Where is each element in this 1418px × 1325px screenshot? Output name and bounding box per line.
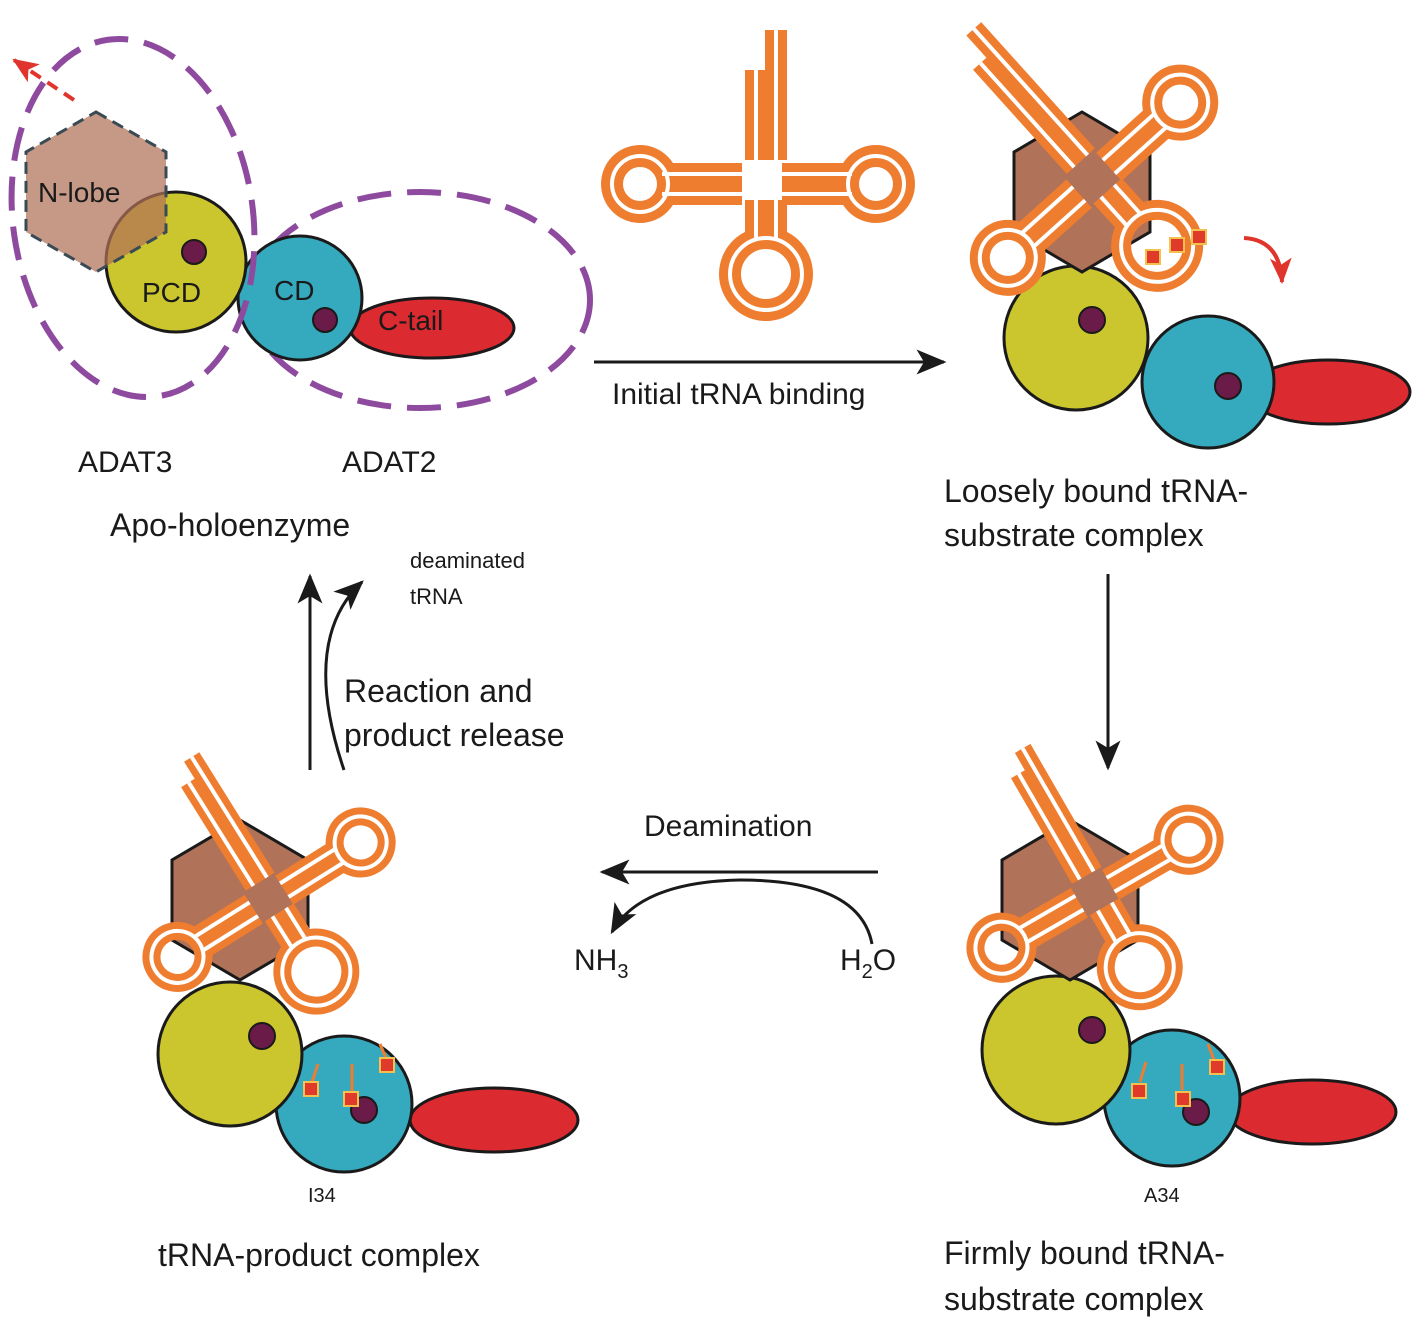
loose-caption-line2: substrate complex (944, 517, 1204, 553)
adat2-label: ADAT2 (342, 446, 436, 479)
free-trna-cloverleaf (601, 30, 915, 321)
binding-label: Initial tRNA binding (612, 378, 865, 411)
loose-complex-group (966, 22, 1412, 450)
adat3-label: ADAT3 (78, 446, 172, 479)
product-pcd-active-site (248, 1022, 276, 1050)
loose-cd-active-site (1214, 372, 1242, 400)
product-pcd (156, 980, 304, 1128)
product-caption: tRNA-product complex (158, 1237, 480, 1273)
product-complex-group (142, 752, 580, 1174)
cd-label: CD (274, 275, 314, 306)
loose-trna (966, 22, 1219, 296)
loose-rotation-arrow (1243, 236, 1292, 285)
apo-caption: Apo-holoenzyme (110, 507, 350, 543)
firm-pcd-active-site (1078, 1016, 1106, 1044)
firm-residue-label: A34 (1144, 1185, 1180, 1207)
ammonia-label: NH3 (574, 944, 628, 983)
product-residue-label: I34 (308, 1185, 336, 1207)
nlobe-hexagon (24, 110, 168, 274)
deaminated-label-line1: deaminated (410, 548, 525, 573)
firm-pcd (980, 974, 1132, 1126)
product-trna (142, 752, 396, 1015)
firm-caption-line1: Firmly bound tRNA- (944, 1235, 1225, 1271)
ctail-label: C-tail (378, 305, 443, 336)
adat2-domain-outline (247, 189, 593, 411)
adat3-domain-outline (8, 35, 258, 401)
water-to-ammonia-arrow (610, 878, 874, 945)
loose-pcd-active-site (1078, 306, 1106, 334)
loose-anticodon-bases (1145, 229, 1207, 265)
deamination-label: Deamination (644, 810, 812, 843)
deaminated-trna-arrow (324, 580, 364, 771)
product-ctail (408, 1086, 580, 1154)
firm-trna (966, 743, 1224, 1011)
firm-ctail (1226, 1078, 1398, 1146)
release-label-line1: Reaction and (344, 673, 533, 709)
pcd-label: PCD (142, 277, 201, 308)
apo-holoenzyme-group: N-lobe PCD CD C-tail ADAT3 ADAT2 Apo-hol… (8, 35, 593, 543)
release-label-line2: product release (344, 717, 565, 753)
firm-anticodon-bases (1131, 1043, 1225, 1107)
cd-active-site (312, 307, 338, 333)
product-anticodon-bases (303, 1043, 395, 1107)
nlobe-motion-arrow (12, 58, 76, 102)
firm-complex-group (966, 743, 1398, 1168)
nlobe-label: N-lobe (38, 177, 120, 208)
deaminated-label-line2: tRNA (410, 584, 463, 609)
firm-caption-line2: substrate complex (944, 1281, 1204, 1317)
loose-caption-line1: Loosely bound tRNA- (944, 473, 1248, 509)
pcd-active-site (181, 239, 207, 265)
water-label: H2O (840, 944, 896, 983)
loose-cd (1140, 314, 1276, 450)
